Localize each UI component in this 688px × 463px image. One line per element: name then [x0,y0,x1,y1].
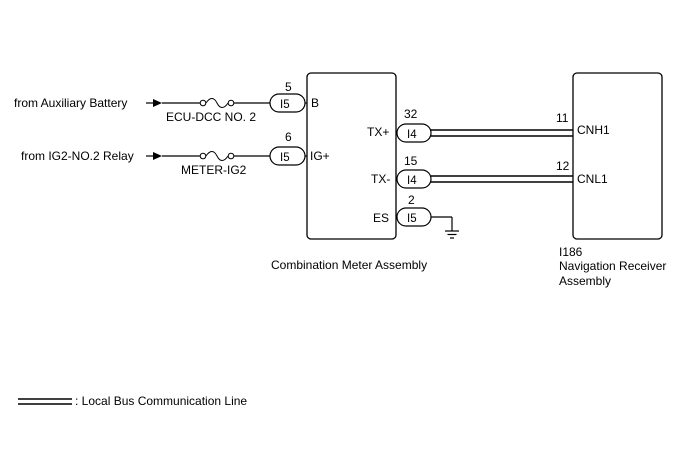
pin-txm-terminal: TX- [371,172,390,186]
ground-icon [431,216,459,239]
pin-txm-connector-label: I4 [407,175,417,187]
receiver-name-line1: Navigation Receiver [559,259,666,273]
pin-es-connector-label: I5 [407,213,417,225]
pin-es-number: 2 [408,193,415,207]
pin-txp-connector-label: I4 [407,129,417,141]
fuse-meter-ig2-label: METER-IG2 [181,163,247,177]
pin-txp-terminal: TX+ [367,125,389,139]
receiver-pin-cnl1-terminal: CNL1 [577,172,608,186]
source-ig2-relay: from IG2-NO.2 Relay [21,149,134,163]
fuse-ecu-dcc-label: ECU-DCC NO. 2 [166,110,256,124]
legend-label: : Local Bus Communication Line [75,394,247,408]
receiver-code: I186 [559,245,583,259]
source-aux-battery: from Auxiliary Battery [14,96,127,110]
legend-bus-line-icon [18,398,72,405]
pin-txp-connector [396,123,432,143]
pin-es-terminal: ES [373,211,389,225]
combination-meter-label: Combination Meter Assembly [271,258,427,272]
receiver-pin-cnl1-number: 12 [556,159,570,173]
receiver-name-line2: Assembly [559,274,611,288]
pin-txp-number: 32 [404,107,418,121]
pin-b-terminal: B [311,96,319,110]
navigation-receiver-box [572,72,663,240]
bus-line-cnh1 [431,129,573,137]
fuse-meter-ig2-icon [199,151,235,161]
bus-line-cnl1 [431,175,573,183]
receiver-pin-cnh1-number: 11 [556,111,569,125]
pin-b-number: 5 [285,80,292,94]
fuse-ecu-dcc-icon [199,98,235,108]
receiver-pin-cnh1-terminal: CNH1 [577,123,610,137]
pin-txm-number: 15 [404,154,418,168]
pin-ig-number: 6 [285,130,292,144]
pin-ig-connector-label: I5 [280,152,290,164]
pin-b-connector-label: I5 [280,99,290,111]
wire-ig [146,151,270,161]
wire-b [146,98,270,108]
pin-ig-terminal: IG+ [310,149,330,163]
pin-txm-connector [396,169,432,189]
